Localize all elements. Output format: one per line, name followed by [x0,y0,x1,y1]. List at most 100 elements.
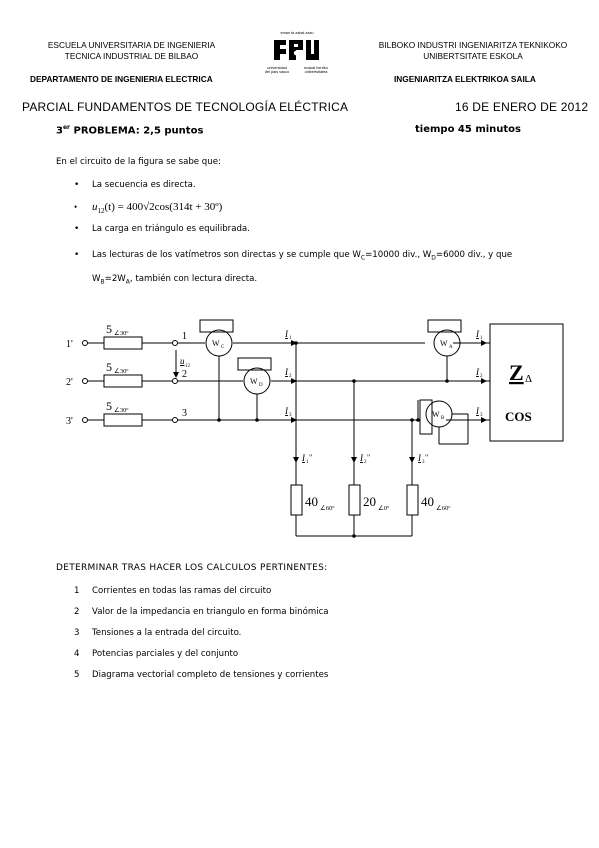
task-number: 5 [74,670,80,680]
school-eu-line-1: BILBOKO INDUSTRI INGENIARITZA TEKNIKOKO [378,40,568,50]
school-name-eu: BILBOKO INDUSTRI INGENIARITZA TEKNIKOKO … [355,40,591,62]
wattmeter-label-d: W [250,377,258,386]
task-number: 4 [74,649,80,659]
node-1 [172,340,178,346]
statement-text: W [92,273,101,284]
wattmeter-sub-c: C [221,345,225,350]
branch-current-prime-3: " [425,453,428,462]
statement-text: =10000 div., W [365,250,432,260]
department-eu: INGENIARITZA ELEKTRIKOA SAILA [394,74,536,84]
statement-list: La secuencia es directa. u12(t) = 400√2c… [62,179,582,285]
terminal-label-3: 3' [66,416,73,427]
load-current-sub-2: 2 [480,374,483,379]
statement-sub: C [360,254,366,262]
branch-current-sub-2: 2 [364,460,367,465]
statement-sub: A [125,278,130,286]
node-3 [172,417,178,423]
statement-item: La secuencia es directa. [62,179,582,201]
load-current-label-3: I [475,406,480,416]
branch-z-1-value: 40 [305,494,318,509]
statement-text: Las lecturas de los vatímetros son direc… [92,250,361,260]
line-z-3-angle: ∠30º [114,406,128,414]
terminal-label-1: 1' [66,339,73,350]
statement-sub: D [431,254,436,262]
logo-caption-eu-1: euskal herriko [304,66,328,70]
branch-current-label-2: I [359,453,364,463]
task-text: Tensiones a la entrada del circuito. [92,628,242,638]
terminal-2p [82,378,88,384]
load-z-label: Z [509,360,524,385]
task-item: 2 Valor de la impedancia en triangulo en … [74,606,554,627]
branch-current-label-3: I [417,453,422,463]
department-es: DEPARTAMENTO DE INGENIERIA ELECTRICA [30,74,213,84]
statement-text: =2W [104,273,126,284]
branch-current-sub-1: 1 [306,460,309,465]
branch-z-3-value: 40 [421,494,434,509]
problem-heading: 3er PROBLEMA: 2,5 puntos [56,124,203,136]
wattmeter-sub-d: D [259,383,263,388]
line-impedance-3 [103,413,143,427]
node-label-1: 1 [182,331,187,342]
statement-sub: B [100,278,105,286]
current-sub-1: 1 [289,336,292,341]
load-current-sub-1: 1 [480,336,483,341]
terminal-1p [82,340,88,346]
statement-item: La carga en triángulo es equilibrada. [62,223,582,245]
task-number: 2 [74,607,80,617]
current-sub-2: 2 [289,374,292,379]
logo-caption-es: universidad del país vasco [259,66,295,74]
wattmeter-label-a: W [440,339,448,348]
voltage-symbol: u [92,201,98,213]
current-label-3: I [284,406,289,416]
branch-impedance-3 [406,484,419,516]
wattmeter-label-b: W [432,410,440,419]
statement-text: La secuencia es directa. [92,180,196,190]
task-text: Corrientes en todas las ramas del circui… [92,586,272,596]
branch-z-3-angle: ∠60º [436,504,450,512]
problem-number-suffix: er [62,124,70,131]
statement-text: =6000 div., y que [435,250,513,260]
logo-motto: eman ta zabal zazu [280,31,314,35]
line-z-2-angle: ∠30º [114,367,128,375]
tasks-heading: DETERMINAR TRAS HACER LOS CALCULOS PERTI… [56,563,328,573]
load-current-sub-3: 3 [480,413,483,418]
delta-load-box [489,323,564,442]
logo-caption-es-1: universidad [267,66,287,70]
statement-item: u12(t) = 400√2cos(314t + 30º) [62,201,582,223]
node-label-2: 2 [182,369,187,380]
school-eu-line-2: UNIBERTSITATE ESKOLA [423,51,523,61]
node-2 [172,378,178,384]
statement-text: La carga en triángulo es equilibrada. [92,224,250,234]
voltage-expression: (t) = 400√2cos(314t + 30º) [104,201,223,213]
load-delta-label: Δ [525,373,532,385]
load-current-label-2: I [475,367,480,377]
branch-z-2-angle: ∠0º [378,504,389,512]
branch-current-prime-2: " [367,453,370,462]
current-label-1: I [284,329,289,339]
university-logo [270,38,322,63]
problem-number: 3 [56,125,63,137]
statement-item: Las lecturas de los vatímetros son direc… [62,245,582,285]
branch-impedance-1 [290,484,303,516]
branch-current-sub-3: 3 [422,460,425,465]
voltage-label-sub: 12 [185,364,191,369]
branch-impedance-2 [348,484,361,516]
logo-caption-es-2: del país vasco [264,70,290,74]
task-text: Valor de la impedancia en triangulo en f… [92,607,329,617]
task-item: 4 Potencias parciales y del conjunto [74,648,554,669]
task-text: Potencias parciales y del conjunto [92,649,239,659]
logo-caption-eu-2: unibertsitatea [304,70,328,74]
current-label-2: I [284,367,289,377]
branch-current-label-1: I [301,453,306,463]
line-z-1-value: 5 [106,322,112,336]
wattmeter-sub-b: B [441,416,445,421]
problem-time: tiempo 45 minutos [415,124,522,135]
exam-title: PARCIAL FUNDAMENTOS DE TECNOLOGÍA ELÉCTR… [22,100,349,114]
statement-intro: En el circuito de la figura se sabe que: [56,157,221,167]
node-label-3: 3 [182,408,187,419]
line-z-3-value: 5 [106,399,112,413]
